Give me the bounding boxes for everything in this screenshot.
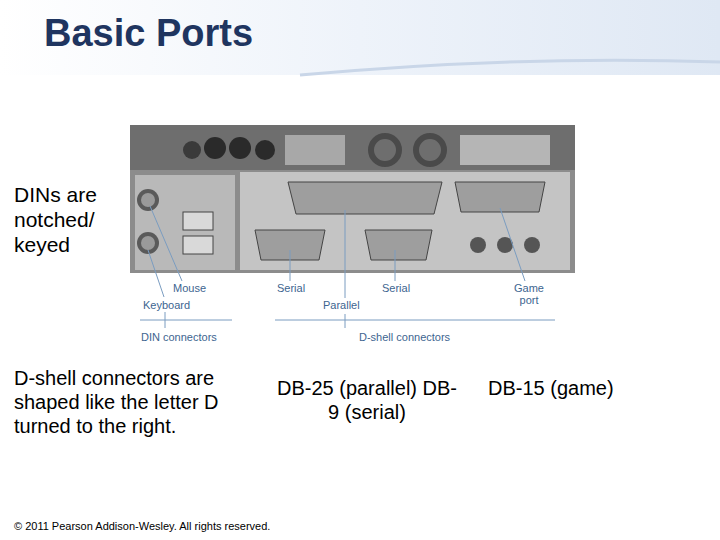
port-label: Serial (276, 282, 306, 294)
group-label: D-shell connectors (358, 331, 451, 343)
note-text: D-shell connectors are shaped like the l… (14, 366, 250, 438)
leader-lines (140, 206, 555, 328)
port-label: Parallel (322, 299, 361, 311)
title-swoosh (300, 60, 720, 75)
port-label: Game port (508, 282, 550, 306)
slide-title: Basic Ports (44, 12, 253, 55)
note-text: DINs are notched/ keyed (14, 182, 126, 258)
motherboard-photo (130, 125, 575, 273)
title-band (0, 0, 720, 75)
group-label: DIN connectors (140, 331, 218, 343)
port-label: Mouse (172, 282, 207, 294)
port-label: Keyboard (142, 299, 191, 311)
port-label: Serial (381, 282, 411, 294)
note-text: DB-25 (parallel) DB-9 (serial) (272, 376, 462, 424)
copyright-note: © 2011 Pearson Addison-Wesley. All right… (14, 520, 270, 532)
note-text: DB-15 (game) (488, 376, 614, 400)
